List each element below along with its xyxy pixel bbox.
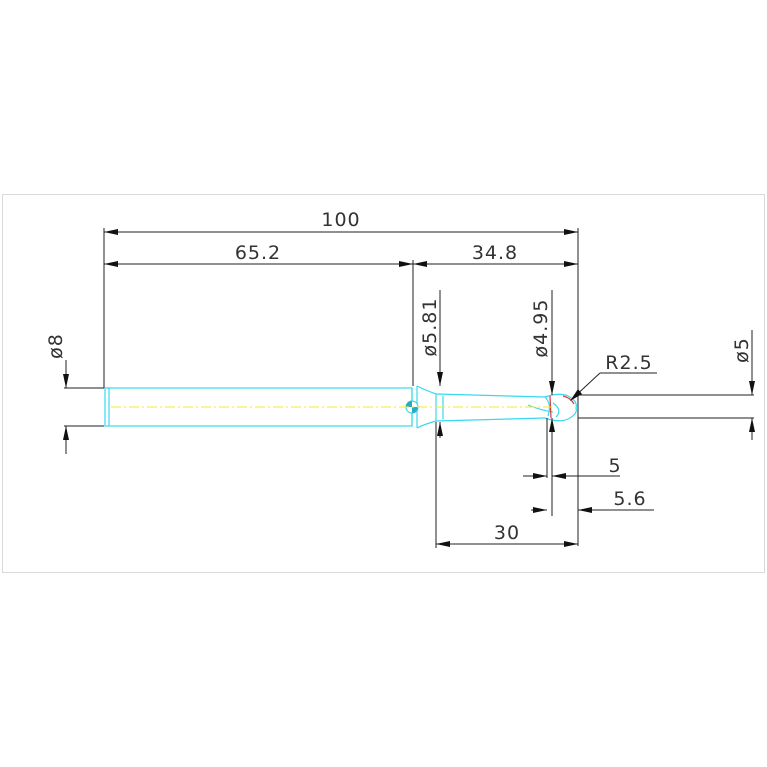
extension-lines [64,228,754,548]
grind-mark-quadrant-2 [412,407,418,413]
ball-nose-bottom [544,407,577,422]
dim-text-dia-5: ø5 [731,337,753,363]
dimension-dia-4-95: ø4.95 [530,290,555,440]
dim-text-dia-5-81: ø5.81 [419,298,441,357]
dim-text-100: 100 [321,209,360,231]
dim-text-34-8: 34.8 [472,242,518,264]
dim-text-dia-8: ø8 [45,333,67,359]
dimension-dia-8: ø8 [45,333,69,454]
dimension-dia-5: ø5 [731,330,755,440]
dimension-dia-5-81: ø5.81 [419,290,443,438]
dim-text-radius-2-5: R2.5 [605,352,652,374]
neck-bottom-edge [435,417,546,422]
neck-taper-bottom [416,420,437,429]
neck-taper-top [416,385,437,395]
dimension-34-8: 34.8 [413,242,578,267]
ball-radius-mark [562,395,575,405]
dimension-5-6: 5.6 [531,488,654,513]
dimension-30: 30 [436,522,578,547]
dim-text-5-6: 5.6 [613,488,646,510]
dim-text-dia-4-95: ø4.95 [530,299,552,358]
ball-nose-flute [552,402,560,418]
ball-nose-top [544,393,577,409]
dimension-5: 5 [523,455,621,479]
grind-mark-quadrant [406,401,412,407]
neck-top-edge [435,393,546,398]
drawing-frame [2,194,765,573]
dimension-65-2: 65.2 [104,242,413,267]
dimension-radius-2-5: R2.5 [570,352,657,401]
dim-text-65-2: 65.2 [235,242,281,264]
flute-curve-2 [544,396,551,417]
dim-text-5: 5 [608,455,621,477]
dim-text-30: 30 [494,522,520,544]
dimension-100: 100 [104,209,578,235]
